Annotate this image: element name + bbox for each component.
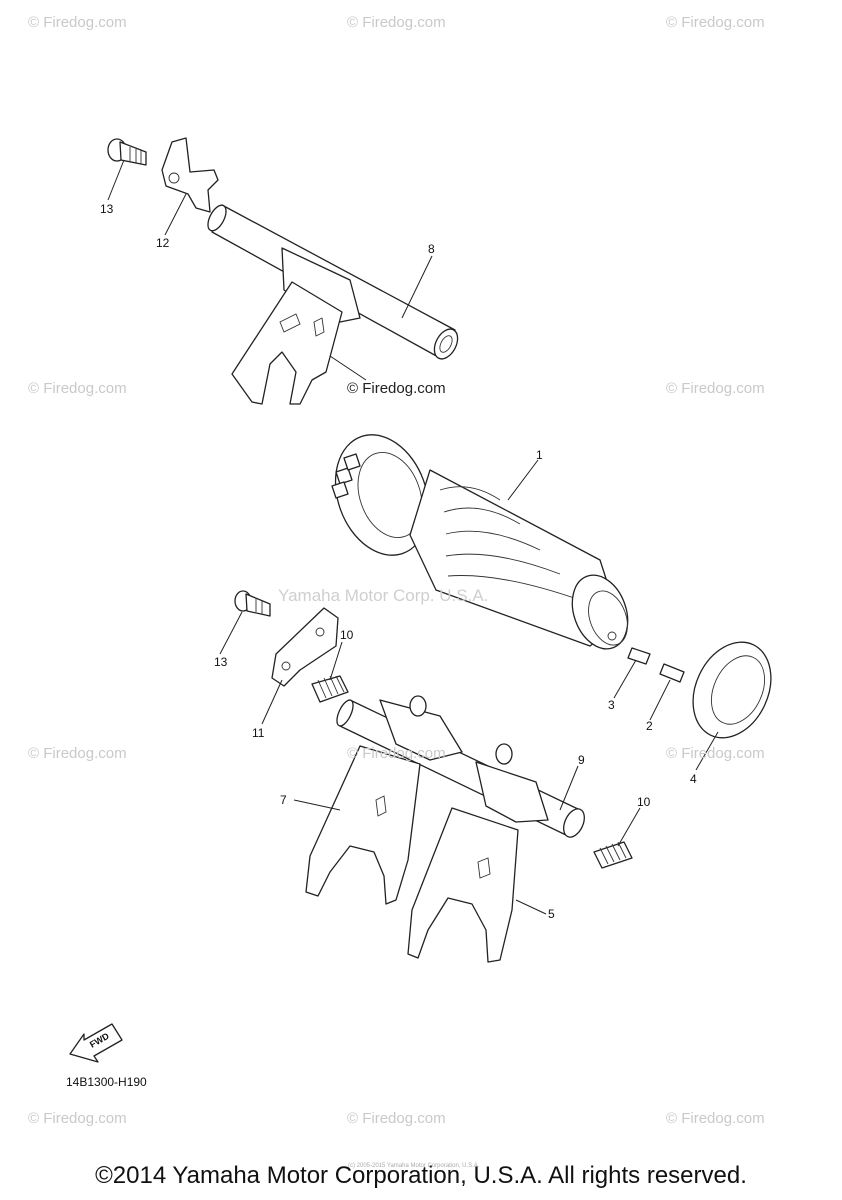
callout-13-top[interactable]: 13 bbox=[100, 202, 114, 216]
watermark-bottom-center: © Firedog.com bbox=[347, 1110, 446, 1127]
watermark-yamaha: Yamaha Motor Corp. U.S.A. bbox=[278, 586, 489, 605]
small-print: (c) 2005-2015 Yamaha Motor Corporation, … bbox=[348, 1163, 480, 1169]
watermark-bottom-right: © Firedog.com bbox=[666, 1110, 765, 1127]
watermark-top-center: © Firedog.com bbox=[347, 14, 446, 31]
callout-2[interactable]: 2 bbox=[646, 719, 653, 733]
part-4-bearing[interactable] bbox=[678, 629, 786, 750]
part-2-pin[interactable] bbox=[659, 663, 685, 683]
callout-3[interactable]: 3 bbox=[608, 698, 615, 712]
watermark-top-right: © Firedog.com bbox=[666, 14, 765, 31]
callout-11[interactable]: 11 bbox=[252, 726, 265, 740]
callout-5[interactable]: 5 bbox=[548, 907, 555, 921]
watermark-low-right: © Firedog.com bbox=[666, 745, 765, 762]
copyright-footer: ©2014 Yamaha Motor Corporation, U.S.A. A… bbox=[95, 1162, 747, 1189]
callout-12[interactable]: 12 bbox=[156, 236, 170, 250]
part-3-pin[interactable] bbox=[627, 647, 651, 665]
part-8-shaft-fork[interactable] bbox=[204, 202, 462, 405]
diagram-code: 14B1300-H190 bbox=[66, 1075, 147, 1089]
callout-8[interactable]: 8 bbox=[428, 242, 435, 256]
watermark-mid-center: © Firedog.com bbox=[347, 380, 446, 397]
part-12-plate-top[interactable] bbox=[161, 137, 219, 213]
watermark-bottom-left: © Firedog.com bbox=[28, 1110, 127, 1127]
watermark-mid-right: © Firedog.com bbox=[666, 380, 765, 397]
part-1-shift-drum[interactable] bbox=[319, 422, 637, 657]
callout-10-upper[interactable]: 10 bbox=[340, 628, 354, 642]
watermark-mid-left: © Firedog.com bbox=[28, 380, 127, 397]
fwd-arrow-icon: FWD bbox=[69, 1023, 123, 1063]
callout-9[interactable]: 9 bbox=[578, 753, 585, 767]
part-13-bolt-top[interactable] bbox=[107, 138, 147, 166]
callout-4[interactable]: 4 bbox=[690, 772, 697, 786]
part-7-fork[interactable] bbox=[305, 695, 463, 905]
callout-10-lower[interactable]: 10 bbox=[637, 795, 651, 809]
callout-13-lower[interactable]: 13 bbox=[214, 655, 228, 669]
watermark-top-left: © Firedog.com bbox=[28, 14, 127, 31]
part-5-fork[interactable] bbox=[407, 743, 549, 963]
callout-1[interactable]: 1 bbox=[536, 448, 543, 462]
part-11-plate[interactable] bbox=[271, 607, 339, 687]
callout-7[interactable]: 7 bbox=[280, 793, 287, 807]
leader-lines bbox=[107, 159, 719, 915]
watermark-low-left: © Firedog.com bbox=[28, 745, 127, 762]
watermark-low-center: © Firedog.com bbox=[347, 745, 446, 762]
part-10-spring-lower[interactable] bbox=[593, 841, 633, 869]
part-13-bolt-lower[interactable] bbox=[234, 590, 271, 617]
